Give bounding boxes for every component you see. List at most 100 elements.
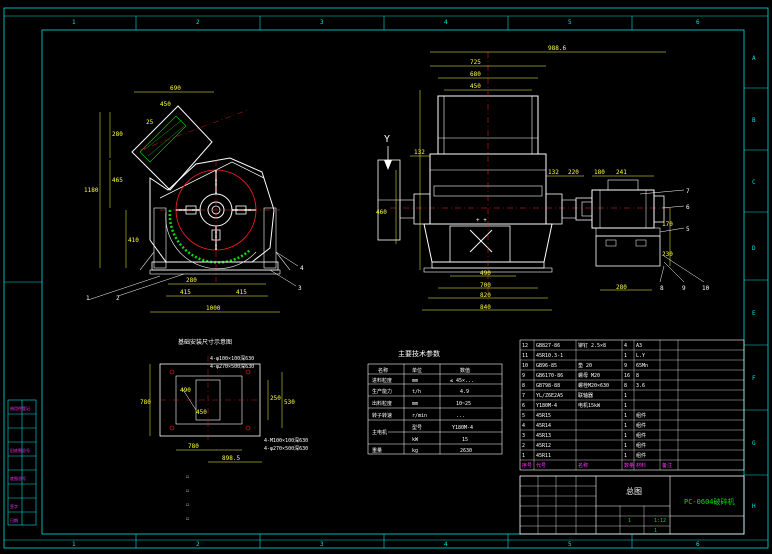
- dim-text: 450: [196, 409, 207, 416]
- parts-cell: 铆钉 2.5×8: [578, 342, 606, 349]
- dim-text: 690: [170, 85, 181, 92]
- dim-text: 220: [568, 169, 579, 176]
- col-label: 6: [696, 19, 700, 26]
- row-label: G: [752, 440, 756, 447]
- side-view: 690 450 25 280 1180 465 410 280 415 415 …: [84, 85, 304, 313]
- side-callouts: 1 2 3 4: [86, 251, 304, 302]
- dim-text: 450: [470, 83, 481, 90]
- col-label: 5: [568, 19, 572, 26]
- td: 转子转速: [372, 412, 392, 419]
- parts-cell: 1: [624, 403, 627, 409]
- parts-cell: 3: [522, 433, 525, 439]
- parts-cell: 1: [624, 453, 627, 459]
- side-dimensions: 690 450 25 280 1180 465 410 280 415 415 …: [84, 85, 280, 313]
- td: 进料粒度: [372, 377, 392, 384]
- dim-text: 180: [594, 169, 605, 176]
- td: 2630: [460, 448, 472, 454]
- parts-cell: 8: [624, 383, 627, 389]
- td: kW: [412, 437, 419, 443]
- foundation-note: 4-φ270×500深630: [264, 445, 308, 452]
- dim-text: 280: [616, 284, 627, 291]
- parts-cell: 2: [522, 443, 525, 449]
- row-label: D: [752, 245, 756, 252]
- foundation-note: 4-φ100×100深630: [210, 355, 254, 362]
- col-label: 3: [320, 541, 324, 548]
- svg-text:☐: ☐: [186, 488, 189, 494]
- parts-cell: 1: [522, 453, 525, 459]
- parts-cell: 45R15: [536, 413, 551, 419]
- dim-text: 898.5: [222, 455, 240, 462]
- row-label: B: [752, 117, 756, 124]
- row-grid: A B C D E F G H: [744, 55, 768, 510]
- parts-cell: A3: [636, 343, 642, 349]
- callout-number: 9: [682, 285, 686, 292]
- parts-cell: L.Y: [636, 353, 645, 359]
- row-label: H: [752, 503, 756, 510]
- parts-cell: 10: [522, 363, 528, 369]
- parts-cell: 65Mn: [636, 363, 648, 369]
- dim-text: 132: [548, 169, 559, 176]
- tech-table: 主要技术参数 名称 单位 数值 进料粒度 mm ≤ 45×... 生产能力 t/…: [367, 349, 503, 455]
- parts-cell: 组件: [636, 412, 646, 419]
- td: t/h: [412, 389, 421, 395]
- parts-cell: 垫 20: [578, 362, 592, 369]
- parts-cell: GB827-86: [536, 343, 560, 349]
- td: 出料粒度: [372, 400, 392, 407]
- parts-cell: 9: [522, 373, 525, 379]
- td: 10~25: [456, 401, 471, 407]
- td: kg: [412, 448, 418, 454]
- parts-cell: YL/Z6E2A5: [536, 393, 563, 399]
- dim-text: 410: [128, 237, 139, 244]
- callout-number: 5: [686, 226, 690, 233]
- parts-cell: 组件: [636, 432, 646, 439]
- th: 单位: [412, 367, 422, 374]
- parts-cell: 螺栓M20×630: [578, 382, 609, 389]
- col-label: 2: [196, 19, 200, 26]
- parts-cell: 6: [522, 403, 525, 409]
- parts-cell: GB6170-86: [536, 373, 563, 379]
- col-label: 5: [568, 541, 572, 548]
- th: 名称: [378, 367, 388, 374]
- td: 型号: [412, 424, 422, 431]
- parts-cell: 组件: [636, 442, 646, 449]
- svg-text:☐: ☐: [186, 474, 189, 480]
- parts-cell: 45R11: [536, 453, 551, 459]
- dim-text: 241: [616, 169, 627, 176]
- parts-cell: 45R12: [536, 443, 551, 449]
- callout-number: 3: [298, 285, 302, 292]
- dim-text: 680: [470, 71, 481, 78]
- parts-header: 代号: [536, 462, 546, 469]
- dim-text: 530: [284, 399, 295, 406]
- parts-cell: 45R14: [536, 423, 551, 429]
- parts-cell: 45R10.3-1: [536, 353, 563, 359]
- col-label: 4: [444, 19, 448, 26]
- dim-text: 132: [414, 149, 425, 156]
- parts-cell: 4: [522, 423, 525, 429]
- dim-text: 460: [376, 209, 387, 216]
- foundation-title: 基础安装尺寸示意图: [178, 338, 232, 346]
- scale: 1:12: [654, 518, 666, 524]
- parts-cell: 螺母 M20: [578, 372, 600, 379]
- strip-label: 底图总号: [10, 475, 26, 481]
- sheets: 1: [654, 528, 657, 534]
- parts-cell: 11: [522, 353, 528, 359]
- strip-label: 借用件登记: [10, 405, 30, 411]
- col-label: 1: [72, 541, 76, 548]
- callout-number: 10: [702, 285, 710, 292]
- td: 15: [462, 437, 468, 443]
- col-label: 6: [696, 541, 700, 548]
- td: 4.9: [460, 389, 469, 395]
- col-label: 4: [444, 541, 448, 548]
- drawing-frame: 1 2 3 4 5 6 1 2 3 4 5 6 A B C D E: [3, 7, 769, 549]
- parts-header: 材料: [636, 462, 646, 469]
- parts-cell: Y180M-4: [536, 403, 557, 409]
- dim-text: 490: [180, 387, 191, 394]
- dim-text: 700: [480, 282, 491, 289]
- td: mm: [412, 401, 418, 407]
- parts-cell: 电机15kW: [578, 402, 601, 409]
- parts-cell: 12: [522, 343, 528, 349]
- parts-cell: 45R13: [536, 433, 551, 439]
- parts-cell: 7: [522, 393, 525, 399]
- row-label: A: [752, 55, 756, 62]
- callout-number: 8: [660, 285, 664, 292]
